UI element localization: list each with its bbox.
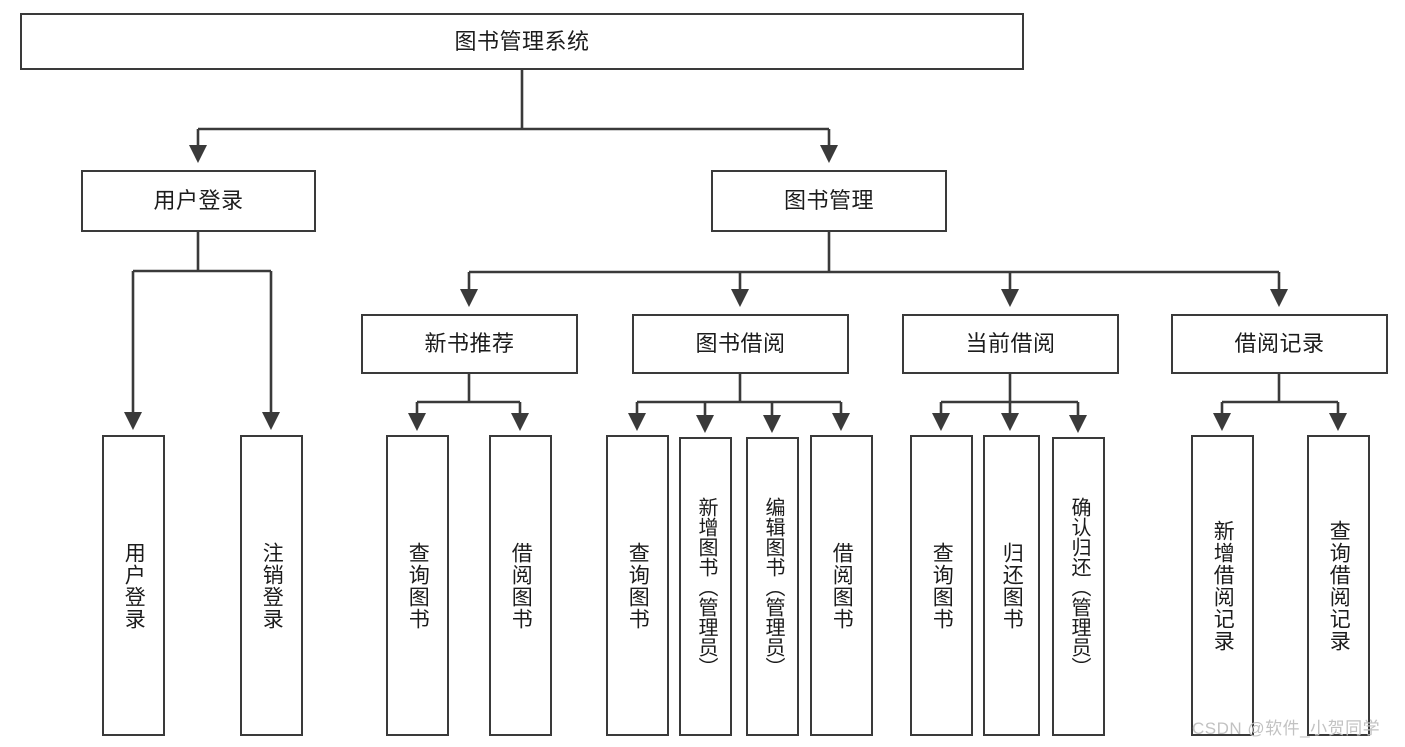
leaf-borrow-book-1[interactable]: 借阅图书: [489, 435, 552, 736]
leaf-add-book-label: 新增图书（管理员）: [695, 496, 717, 677]
leaf-user-login-label: 用户登录: [122, 541, 146, 630]
leaf-logout-login[interactable]: 注销登录: [240, 435, 303, 736]
leaf-logout-login-label: 注销登录: [260, 541, 284, 630]
leaf-query-record[interactable]: 查询借阅记录: [1307, 435, 1370, 736]
leaf-confirm-return[interactable]: 确认归还（管理员）: [1052, 437, 1105, 736]
leaf-borrow-book-2[interactable]: 借阅图书: [810, 435, 873, 736]
leaf-edit-book-label: 编辑图书（管理员）: [762, 496, 784, 677]
leaf-return-book-label: 归还图书: [1000, 541, 1024, 630]
node-book-management[interactable]: 图书管理: [711, 170, 947, 232]
leaf-query-book-3[interactable]: 查询图书: [910, 435, 973, 736]
node-book-borrow-label: 图书借阅: [695, 331, 786, 357]
node-user-login[interactable]: 用户登录: [81, 170, 316, 232]
node-borrow-record[interactable]: 借阅记录: [1171, 314, 1388, 374]
leaf-confirm-return-label: 确认归还（管理员）: [1068, 496, 1090, 677]
node-new-book-recommend-label: 新书推荐: [424, 331, 515, 357]
leaf-return-book[interactable]: 归还图书: [983, 435, 1040, 736]
leaf-query-book-2-label: 查询图书: [626, 541, 650, 630]
node-borrow-record-label: 借阅记录: [1234, 331, 1325, 357]
leaf-query-book-2[interactable]: 查询图书: [606, 435, 669, 736]
leaf-query-book-1-label: 查询图书: [406, 541, 430, 630]
node-current-borrow[interactable]: 当前借阅: [902, 314, 1119, 374]
node-root-label: 图书管理系统: [454, 28, 590, 54]
leaf-add-book[interactable]: 新增图书（管理员）: [679, 437, 732, 736]
leaf-add-record[interactable]: 新增借阅记录: [1191, 435, 1254, 736]
node-root-system[interactable]: 图书管理系统: [20, 13, 1024, 70]
node-user-login-label: 用户登录: [153, 188, 244, 214]
leaf-query-record-label: 查询借阅记录: [1327, 519, 1351, 652]
node-book-management-label: 图书管理: [783, 188, 874, 214]
leaf-add-record-label: 新增借阅记录: [1211, 519, 1235, 652]
leaf-edit-book[interactable]: 编辑图书（管理员）: [746, 437, 799, 736]
leaf-borrow-book-2-label: 借阅图书: [830, 541, 854, 630]
leaf-query-book-3-label: 查询图书: [930, 541, 954, 630]
node-current-borrow-label: 当前借阅: [965, 331, 1056, 357]
node-book-borrow[interactable]: 图书借阅: [632, 314, 849, 374]
leaf-user-login[interactable]: 用户登录: [102, 435, 165, 736]
leaf-borrow-book-1-label: 借阅图书: [509, 541, 533, 630]
watermark-text: CSDN @软件_小贺同学: [1192, 719, 1381, 738]
node-new-book-recommend[interactable]: 新书推荐: [361, 314, 578, 374]
leaf-query-book-1[interactable]: 查询图书: [386, 435, 449, 736]
